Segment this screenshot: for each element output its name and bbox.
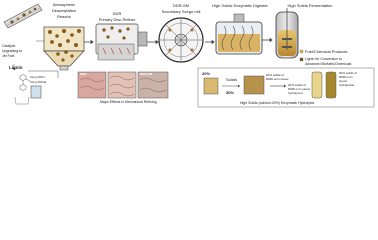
flow-arrows	[84, 37, 273, 45]
hydrolysis-panel	[197, 67, 375, 108]
catalytic-1: Catalytic	[2, 44, 16, 48]
note-30-2: DMR corn	[339, 75, 353, 79]
szego-mill	[158, 17, 204, 63]
enzymatic-digester	[215, 13, 263, 55]
fermentation-vessel	[275, 8, 299, 59]
enz-note-1: 20% solids of	[266, 73, 284, 77]
fuel-legend-swatch	[299, 49, 304, 54]
lignin-structure-icon	[19, 74, 31, 91]
lignin-conversion-1: Lignin for Conversion to	[305, 57, 342, 61]
catalytic-2: Upgrading to	[2, 49, 23, 53]
lignin-path	[12, 64, 59, 105]
solids-label: Solids	[226, 77, 237, 82]
catalytic-3: Jet Fuel	[2, 54, 15, 58]
refiner-title-1: DDR	[112, 11, 122, 16]
lignin-legend-swatch	[299, 57, 304, 62]
ddr-sm-tag: DDR-SM	[140, 72, 152, 76]
reactor-title-2: Deacetylation	[51, 8, 77, 13]
fuel-products-label: Fuel/Chemical Products	[305, 49, 348, 54]
acetic-acid-label: CH₃COOH	[30, 75, 45, 79]
note-20-3: hydrolyzed	[288, 91, 303, 95]
disc-refiner	[95, 23, 148, 61]
note-30-3: stover	[339, 79, 348, 83]
enz-note-2: DMR-corn stover	[266, 77, 289, 81]
note-20-1: 20% solids of	[288, 83, 306, 87]
biomass-conveyor	[3, 3, 43, 29]
lignin-label: Lignin	[9, 65, 23, 70]
refiner-title-2: Primary Disc Refiner	[98, 17, 136, 22]
reactor-title-1: Atmospheric	[52, 2, 76, 7]
sodium-acetate-label: CH₃COONa	[30, 80, 47, 84]
note-30-4: hydrolyzate	[339, 83, 355, 87]
pct-20-label: 20%	[202, 71, 211, 76]
note-30-1: 30% solids of	[339, 71, 357, 75]
refining-micrographs	[77, 71, 169, 99]
lignin-conversion-2: Advanced Biofuels/Chemicals	[305, 62, 352, 66]
fermentation-title: High Solids Fermentation	[287, 3, 333, 8]
pct-30-label: 30%	[226, 90, 235, 95]
hydrolysis-caption: High Solids (sol/sol=20%) Enzymatic Hydr…	[240, 101, 315, 105]
ddr-tag: DDR	[80, 72, 87, 76]
process-diagram	[3, 3, 375, 108]
reactor-title-3: Reactor	[56, 14, 72, 19]
note-20-2: DMR corn stover	[288, 87, 311, 91]
refining-caption: Major Effects in Mechanical Refining	[100, 100, 157, 104]
deacetylation-reactor	[43, 26, 85, 71]
szego-title-1: DDR-SM	[173, 3, 189, 8]
digester-title: High Solids Enzymatic Digester	[212, 3, 268, 8]
szego-title-2: Secondary Szego mill	[161, 9, 201, 14]
